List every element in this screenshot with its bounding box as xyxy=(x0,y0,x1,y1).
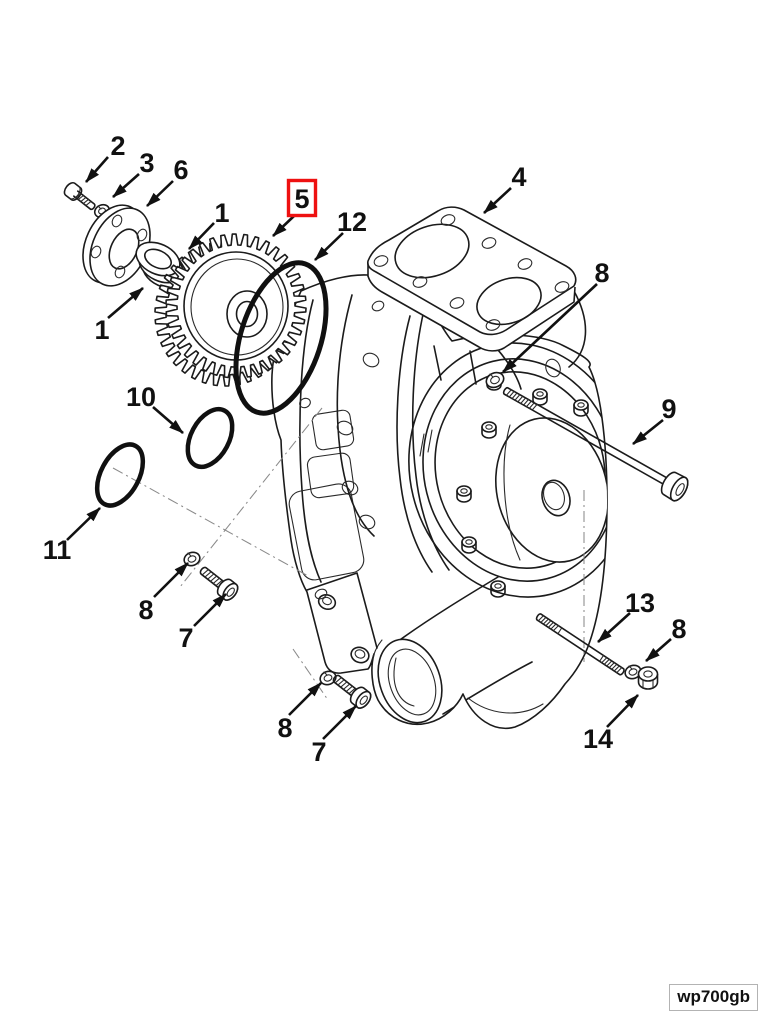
callout-2-arrow xyxy=(85,156,109,183)
washer-8-top-drawing xyxy=(485,371,505,389)
callout-9-arrow xyxy=(632,418,664,446)
callout-10-arrow xyxy=(152,406,184,434)
inlet-flange-plate-drawing xyxy=(367,206,587,390)
bolt-7-mid-drawing xyxy=(199,566,239,601)
nut-14-drawing xyxy=(637,666,659,690)
callout-4-arrow xyxy=(483,187,512,214)
callout-8d-label[interactable]: 8 xyxy=(671,614,686,644)
callout-14-arrow xyxy=(606,694,639,728)
callout-8a-arrow xyxy=(502,283,598,373)
o-ring-10-drawing xyxy=(185,406,235,470)
callout-7a-arrow xyxy=(193,593,227,627)
callout-5-label[interactable]: 5 xyxy=(294,184,309,214)
callout-7b-arrow xyxy=(322,705,357,740)
watermark-label: wp700gb xyxy=(669,984,758,1011)
callout-6-arrow xyxy=(146,180,174,207)
pump-housing-drawing xyxy=(271,274,608,730)
callout-1a-label[interactable]: 1 xyxy=(214,198,229,228)
callout-8c-arrow xyxy=(288,682,322,716)
gear-5-drawing xyxy=(154,233,307,387)
callout-13-label[interactable]: 13 xyxy=(625,588,655,618)
stud-13-drawing xyxy=(535,613,625,676)
callout-10-label[interactable]: 10 xyxy=(126,382,156,412)
callout-6-label[interactable]: 6 xyxy=(173,155,188,185)
washer-8-bottom-drawing xyxy=(319,670,337,686)
callout-4-label[interactable]: 4 xyxy=(511,162,526,192)
callout-3-arrow xyxy=(112,173,140,198)
bolt-7-bottom-drawing xyxy=(332,674,372,709)
o-ring-12-drawing xyxy=(233,260,329,416)
callout-12-arrow xyxy=(314,232,344,261)
callout-1b-arrow xyxy=(107,287,144,319)
callout-2-label[interactable]: 2 xyxy=(110,131,125,161)
callout-7a-label[interactable]: 7 xyxy=(178,623,193,653)
callout-8b-arrow xyxy=(153,562,189,598)
callout-8d-arrow xyxy=(645,638,672,662)
bolt-9-drawing xyxy=(502,386,689,502)
callout-12-label[interactable]: 12 xyxy=(337,207,367,237)
callout-8c-label[interactable]: 8 xyxy=(277,713,292,743)
callout-7b-label[interactable]: 7 xyxy=(311,737,326,767)
callout-5-arrow xyxy=(272,215,295,237)
callout-11-arrow xyxy=(66,507,101,541)
callout-8b-label[interactable]: 8 xyxy=(138,595,153,625)
flange-plate-bolt-holes xyxy=(373,214,570,331)
callout-1a-arrow xyxy=(188,222,215,250)
callout-9-label[interactable]: 9 xyxy=(661,394,676,424)
bolt-2-drawing xyxy=(63,182,96,211)
callout-8a-label[interactable]: 8 xyxy=(594,258,609,288)
o-ring-11-drawing xyxy=(94,442,146,508)
construction-centerlines xyxy=(112,407,585,701)
callout-13-arrow xyxy=(597,612,631,643)
callout-3-label[interactable]: 3 xyxy=(139,148,154,178)
callout-1b-label[interactable]: 1 xyxy=(94,315,109,345)
highlight-box xyxy=(286,178,318,218)
callout-11-label[interactable]: 11 xyxy=(43,535,72,565)
callout-14-label[interactable]: 14 xyxy=(583,724,613,754)
